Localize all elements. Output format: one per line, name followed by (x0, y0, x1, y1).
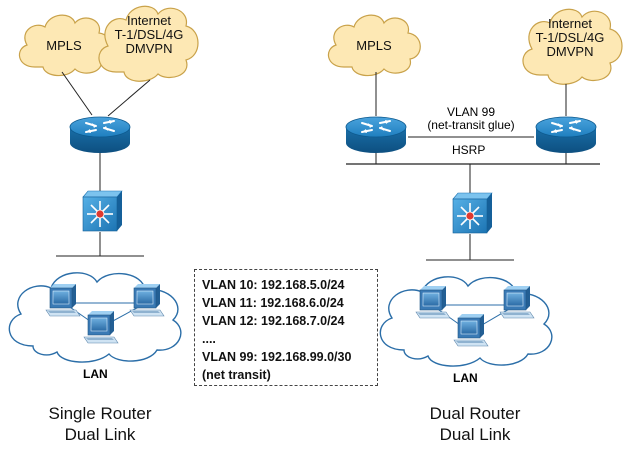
vlan99-line-2: (net-transit glue) (427, 118, 515, 132)
left-lan-label: LAN (83, 367, 108, 381)
right-caption: Dual Router Dual Link (415, 403, 535, 445)
right-internet-label: Internet T-1/DSL/4G DMVPN (532, 17, 608, 59)
left-pc-2-icon (129, 283, 165, 317)
right-internet-line-1: Internet (547, 16, 593, 31)
vlan-list-item: VLAN 10: 192.168.5.0/24 (202, 278, 345, 292)
right-switch-icon (452, 192, 493, 234)
left-internet-label: Internet T-1/DSL/4G DMVPN (112, 14, 186, 56)
vlan-list-item: .... (202, 332, 216, 346)
right-internet-line-2: T-1/DSL/4G (535, 30, 605, 45)
hsrp-label: HSRP (452, 143, 486, 157)
right-router-2-icon (535, 116, 597, 154)
vlan-list-item: VLAN 99: 192.168.99.0/30 (202, 350, 352, 364)
left-internet-line-1: Internet (126, 13, 172, 28)
left-pc-1-icon (45, 283, 81, 317)
left-internet-link (107, 79, 151, 117)
left-caption: Single Router Dual Link (30, 403, 170, 445)
left-router-icon (69, 116, 131, 154)
right-internet-line-3: DMVPN (546, 44, 594, 59)
right-pc-2-icon (499, 285, 535, 319)
vlan99-glue-label: VLAN 99 (net-transit glue) (412, 106, 530, 132)
right-pc-3-icon (453, 313, 489, 347)
right-router-1-icon (345, 116, 407, 154)
vlan-list-box: VLAN 10: 192.168.5.0/24 VLAN 11: 192.168… (194, 269, 378, 386)
left-switch-icon (82, 190, 123, 232)
vlan-list-item: (net transit) (202, 368, 271, 382)
right-pc-1-icon (415, 285, 451, 319)
left-site (8, 5, 199, 363)
vlan-list-item: VLAN 12: 192.168.7.0/24 (202, 314, 345, 328)
vlan-list-item: VLAN 11: 192.168.6.0/24 (202, 296, 344, 310)
vlan99-line-1: VLAN 99 (446, 105, 496, 119)
right-lan-label: LAN (453, 371, 478, 385)
left-mpls-label: MPLS (46, 38, 82, 53)
right-caption-line-2: Dual Link (439, 425, 511, 444)
left-mpls-link (61, 71, 93, 116)
left-caption-line-2: Dual Link (64, 425, 136, 444)
right-site (327, 8, 623, 367)
left-internet-line-2: T-1/DSL/4G (114, 27, 184, 42)
left-caption-line-1: Single Router (48, 404, 152, 423)
right-caption-line-1: Dual Router (429, 404, 521, 423)
left-pc-3-icon (83, 310, 119, 344)
right-mpls-label: MPLS (356, 38, 392, 53)
left-internet-line-3: DMVPN (125, 41, 173, 56)
